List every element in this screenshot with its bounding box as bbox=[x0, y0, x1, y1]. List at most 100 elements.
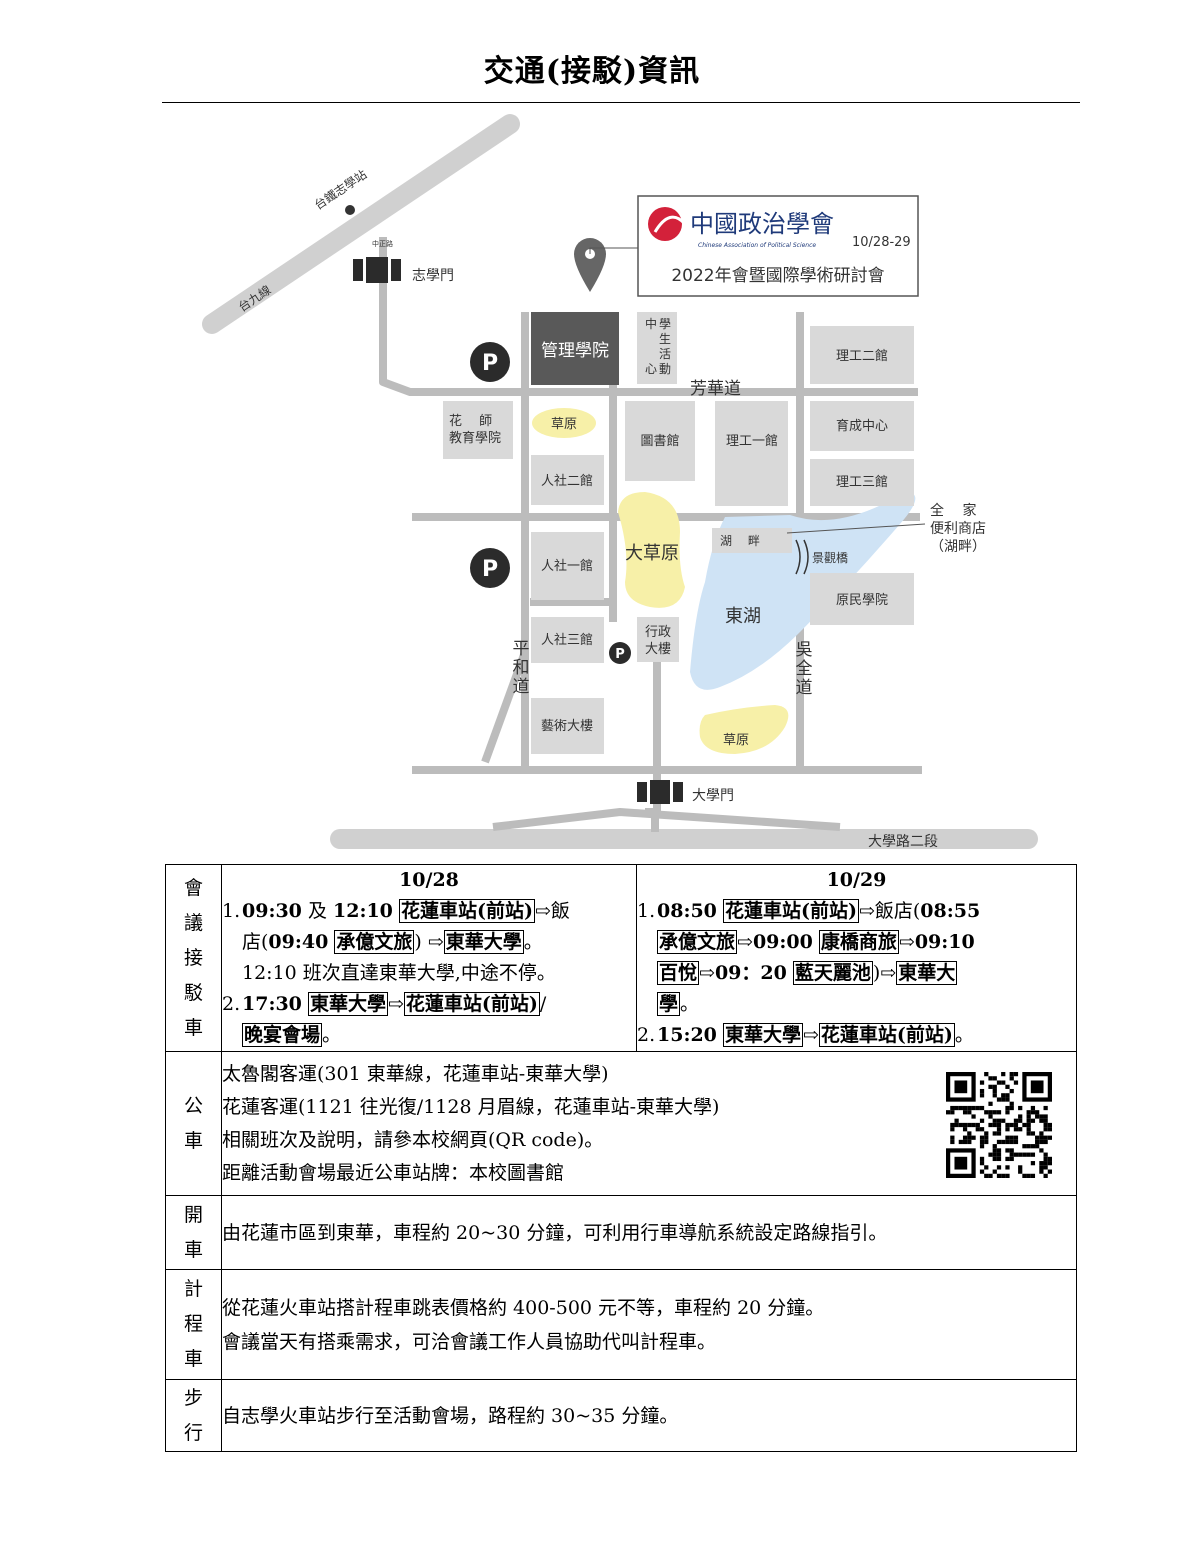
label-walk: 步行 bbox=[165, 1379, 222, 1452]
transport-table: 會議接駁車 10/28 1. 09:30 及 12:10 花蓮車站(前站)⇨飯店… bbox=[165, 864, 1077, 1452]
big-lawn-shape bbox=[618, 492, 685, 608]
drive-info: 由花蓮市區到東華，車程約 20~30 分鐘，可利用行車導航系統設定路線指引。 bbox=[221, 1195, 1077, 1270]
building-lakeside: 湖 畔 bbox=[720, 533, 760, 548]
label-familymart: （湖畔） bbox=[930, 539, 986, 555]
road-wuquan-label: 道 bbox=[796, 678, 813, 698]
event-name: 2022年會暨國際學術研討會 bbox=[671, 266, 884, 286]
building-student-center: 心 bbox=[645, 362, 657, 376]
road-fanghua-label: 芳華道 bbox=[690, 379, 741, 399]
building-library: 圖書館 bbox=[640, 434, 679, 449]
stop-box: 花蓮車站(前站) bbox=[818, 1023, 955, 1047]
road-pinghe-label: 道 bbox=[513, 677, 530, 697]
row-bus: 公車 太魯閣客運(301 東華線，花蓮車站-東華大學) 花蓮客運(1121 往光… bbox=[165, 1051, 1077, 1196]
building-yucheng: 育成中心 bbox=[836, 418, 888, 434]
parking-symbol: P bbox=[615, 647, 625, 662]
bridge-marks bbox=[795, 539, 809, 575]
bus-line: 距離活動會場最近公車站牌：本校圖書館 bbox=[222, 1161, 565, 1184]
building-teacher-ed: 教育學院 bbox=[449, 430, 501, 446]
building-student-center: 生 bbox=[659, 332, 671, 346]
building-arts: 藝術大樓 bbox=[541, 719, 593, 734]
label-familymart: 全 家 bbox=[930, 502, 976, 519]
bus-line: 太魯閣客運(301 東華線，花蓮車站-東華大學) bbox=[222, 1062, 609, 1085]
location-pin-icon bbox=[574, 238, 606, 292]
building-indigenous: 原民學院 bbox=[836, 593, 888, 608]
event-callout bbox=[637, 195, 919, 297]
row-taxi: 計程車 從花蓮火車站搭計程車跳表價格約 400-500 元不等，車程約 20 分… bbox=[165, 1269, 1077, 1380]
taxi-info: 從花蓮火車站搭計程車跳表價格約 400-500 元不等，車程約 20 分鐘。 會… bbox=[221, 1269, 1077, 1380]
stop-box: 東華大學 bbox=[443, 930, 524, 954]
road-daxue-label: 大學路二段 bbox=[868, 834, 938, 850]
grass-north-shape bbox=[532, 408, 596, 438]
label-east-lake: 東湖 bbox=[725, 606, 761, 627]
stop-box: 承億文旅 bbox=[334, 930, 415, 954]
label-big-lawn: 大草原 bbox=[625, 543, 679, 564]
stop-box: 東華大 bbox=[896, 961, 958, 985]
parking-icons: P P P bbox=[470, 342, 631, 664]
gate-main-label: 大學門 bbox=[692, 788, 734, 804]
org-name: 中國政治學會 bbox=[690, 210, 834, 238]
parking-icon bbox=[609, 642, 631, 664]
gate-zhixue-label: 志學門 bbox=[412, 268, 454, 284]
stop-box: 花蓮車站(前站) bbox=[398, 899, 535, 923]
parking-icon bbox=[470, 548, 510, 588]
rail-station-icon bbox=[345, 205, 355, 215]
date-header: 10/28 bbox=[399, 869, 459, 891]
parking-icon bbox=[470, 342, 510, 382]
gate-main-icon bbox=[637, 780, 683, 804]
stop-box: 東華大學 bbox=[307, 992, 388, 1016]
row-drive: 開車 由花蓮市區到東華，車程約 20~30 分鐘，可利用行車導航系統設定路線指引… bbox=[165, 1195, 1077, 1270]
building-engineering-1: 理工一館 bbox=[726, 434, 778, 449]
road-wuquan-label: 全 bbox=[796, 659, 813, 679]
parking-symbol: P bbox=[482, 351, 498, 376]
label-drive: 開車 bbox=[165, 1195, 222, 1270]
stop-box: 學 bbox=[657, 992, 681, 1016]
grass-south-shape bbox=[699, 705, 789, 754]
stop-box: 花蓮車站(前站) bbox=[722, 899, 859, 923]
building-management: 管理學院 bbox=[541, 341, 609, 361]
building-engineering-3: 理工三館 bbox=[836, 475, 888, 490]
taxi-line: 從花蓮火車站搭計程車跳表價格約 400-500 元不等，車程約 20 分鐘。 bbox=[222, 1296, 825, 1319]
shuttle-item: 2. 15:20 東華大學⇨花蓮車站(前站)。 bbox=[637, 1023, 974, 1047]
qr-code-icon[interactable] bbox=[946, 1072, 1052, 1178]
bus-info: 太魯閣客運(301 東華線，花蓮車站-東華大學) 花蓮客運(1121 往光復/1… bbox=[221, 1051, 1077, 1196]
road-wuquan-label: 吳 bbox=[796, 640, 813, 660]
building-admin: 行政 bbox=[645, 625, 671, 640]
building-humanities-1: 人社一館 bbox=[541, 558, 593, 574]
familymart-leader bbox=[786, 523, 926, 534]
building-student-center: 動 bbox=[659, 362, 671, 376]
gate-zhixue-icon bbox=[353, 257, 401, 283]
row-walk: 步行 自志學火車站步行至活動會場，路程約 30~35 分鐘。 bbox=[165, 1379, 1077, 1452]
label-shuttle: 會議接駁車 bbox=[165, 864, 222, 1052]
org-english: Chinese Association of Political Science bbox=[698, 242, 816, 249]
building-student-center: 活 bbox=[659, 347, 671, 361]
label-grass-north: 草原 bbox=[551, 417, 577, 432]
stop-box: 藍天麗池 bbox=[792, 961, 873, 985]
buildings bbox=[443, 312, 914, 754]
parking-symbol: P bbox=[482, 557, 498, 582]
logo-icon bbox=[648, 207, 682, 241]
label-bus: 公車 bbox=[165, 1051, 222, 1196]
stop-box: 康橋商旅 bbox=[818, 930, 899, 954]
stop-box: 承億文旅 bbox=[657, 930, 738, 954]
date-header: 10/29 bbox=[826, 869, 887, 891]
building-engineering-2: 理工二館 bbox=[836, 349, 888, 364]
stop-box: 晚宴會場 bbox=[242, 1023, 323, 1047]
building-student-center: 學 bbox=[659, 317, 671, 331]
campus-map: P P P 中國政治學會 Chinese Association of Poli… bbox=[202, 114, 1038, 850]
label-bridge: 景觀橋 bbox=[812, 551, 848, 565]
road-pinghe-label: 平 bbox=[513, 639, 530, 659]
label-familymart: 便利商店 bbox=[930, 521, 986, 537]
shuttle-day1: 10/28 1. 09:30 及 12:10 花蓮車站(前站)⇨飯店(09:40… bbox=[221, 864, 637, 1052]
row-shuttle: 會議接駁車 10/28 1. 09:30 及 12:10 花蓮車站(前站)⇨飯店… bbox=[165, 864, 1077, 1052]
stop-box: 百悅 bbox=[657, 961, 700, 985]
building-humanities-2: 人社二館 bbox=[541, 473, 593, 489]
building-humanities-3: 人社三館 bbox=[541, 632, 593, 648]
shuttle-item: 2. 17:30 東華大學⇨花蓮車站(前站)/晚宴會場。 bbox=[222, 992, 547, 1047]
shuttle-item: 1. 09:30 及 12:10 花蓮車站(前站)⇨飯店(09:40 承億文旅)… bbox=[222, 899, 570, 984]
taxi-line: 會議當天有搭乘需求，可洽會議工作人員協助代叫計程車。 bbox=[222, 1330, 717, 1353]
walk-info: 自志學火車站步行至活動會場，路程約 30~35 分鐘。 bbox=[221, 1379, 1077, 1452]
highway-road bbox=[202, 114, 520, 334]
rail-label: 台鐵志學站 bbox=[311, 166, 369, 212]
